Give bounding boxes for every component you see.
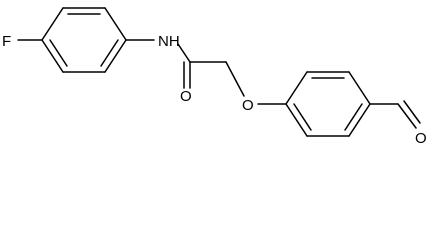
formylphenyl-ring bbox=[285, 71, 371, 137]
methylene-oxygen-bond bbox=[225, 61, 245, 97]
structure-diagram: F NH O O O bbox=[2, 7, 427, 147]
nitrogen-carbonyl-bond bbox=[177, 43, 191, 63]
aldehyde-oxygen-label: O bbox=[415, 130, 427, 147]
fluorine-label: F bbox=[2, 33, 11, 50]
amide-oxygen-label: O bbox=[180, 88, 192, 105]
amide-nitrogen-label: NH bbox=[158, 33, 180, 50]
fluorophenyl-ring bbox=[41, 7, 127, 73]
ether-oxygen-label: O bbox=[242, 97, 254, 114]
aldehyde-double-bond bbox=[397, 100, 421, 129]
amide-carbonyl-double-bond bbox=[183, 61, 191, 89]
